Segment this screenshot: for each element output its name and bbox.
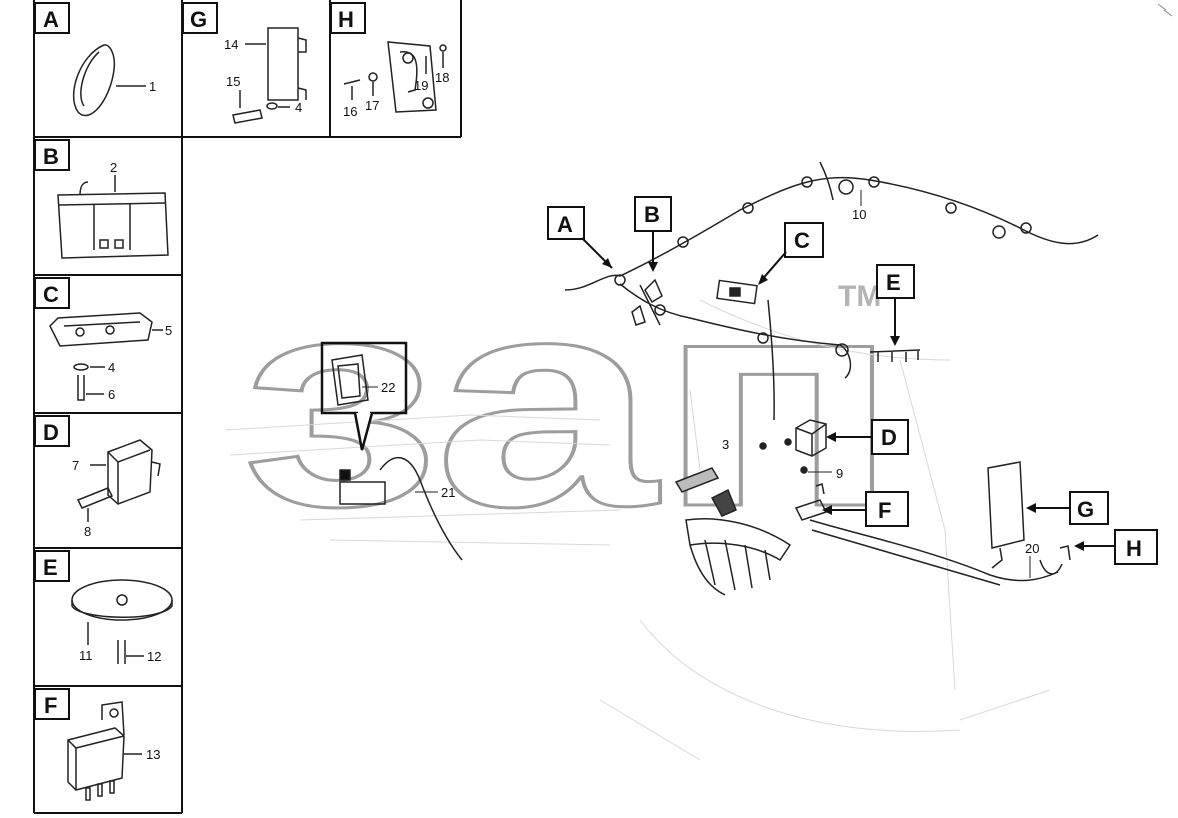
part-label-15: 15	[226, 74, 240, 89]
part-label-22: 22	[381, 380, 395, 395]
part-label-1: 1	[149, 79, 156, 94]
bracket-near-b	[631, 304, 646, 326]
module-d	[795, 419, 827, 457]
panel-d-module: 7 8	[72, 439, 161, 539]
part-label-8: 8	[84, 524, 91, 539]
part-label-14: 14	[224, 37, 238, 52]
svg-text:A: A	[557, 212, 573, 237]
callout-d: D	[826, 419, 909, 455]
fuse-block	[674, 467, 720, 493]
svg-text:G: G	[190, 7, 207, 32]
part-label-5: 5	[165, 323, 172, 338]
plate-h	[1059, 545, 1071, 561]
callout-c: C	[758, 222, 824, 285]
panel-h-plate: 16 17 19 18	[343, 41, 449, 119]
svg-text:E: E	[43, 555, 58, 580]
main-part-labels: 10 22 21 3 9 20	[362, 190, 1039, 578]
panel-e-disc: 11 12	[71, 579, 173, 664]
callout-a: A	[547, 206, 613, 269]
part-label-6: 6	[108, 387, 115, 402]
wiring-harness	[379, 161, 1099, 586]
part-label-4: 4	[108, 360, 115, 375]
callout-h: H	[1074, 529, 1158, 565]
part-label-18: 18	[435, 70, 449, 85]
callout-b: B	[634, 196, 672, 272]
callout-f: F	[822, 491, 909, 527]
panel-g-bracket: 14 15 4	[224, 27, 307, 124]
legend-tab-e: E	[34, 550, 70, 582]
legend-tab-h: H	[330, 2, 366, 34]
watermark-text: зап	[240, 233, 900, 569]
svg-text:D: D	[43, 420, 59, 445]
bracket-g	[987, 461, 1025, 549]
svg-text:F: F	[44, 693, 57, 718]
dashboard-vent	[685, 517, 792, 562]
main-components	[331, 278, 1071, 596]
svg-text:G: G	[1077, 497, 1094, 522]
callout-e: E	[876, 264, 915, 346]
callout-g: G	[1026, 491, 1109, 525]
svg-text:H: H	[338, 7, 354, 32]
svg-text:E: E	[886, 270, 901, 295]
legend-tab-d: D	[34, 415, 70, 447]
detail-box-22	[320, 341, 408, 451]
part-label-20: 20	[1025, 541, 1039, 556]
part-label-13: 13	[146, 747, 160, 762]
panel-c-lamp: 5 4 6	[49, 312, 172, 402]
corner-mark	[1157, 3, 1173, 17]
legend-tab-c: C	[34, 277, 70, 309]
watermark-tm: TM	[838, 280, 881, 313]
callout-boxes: A B C E D F	[547, 196, 1158, 565]
svg-text:C: C	[43, 282, 59, 307]
part-label-17: 17	[365, 98, 379, 113]
svg-text:C: C	[794, 228, 810, 253]
svg-text:A: A	[43, 7, 59, 32]
svg-text:F: F	[878, 498, 891, 523]
svg-text:H: H	[1126, 536, 1142, 561]
legend-tab-f: F	[34, 688, 70, 720]
lamp-c	[716, 279, 758, 305]
legend-tab-b: B	[34, 139, 70, 171]
part-label-4: 4	[295, 100, 302, 115]
legend-tab-a: A	[34, 2, 70, 34]
part-label-9: 9	[836, 466, 843, 481]
part-label-19: 19	[414, 78, 428, 93]
part-label-21: 21	[441, 485, 455, 500]
svg-text:D: D	[881, 425, 897, 450]
svg-text:B: B	[644, 202, 660, 227]
watermark: зап TM	[239, 232, 902, 571]
part-label-11: 11	[79, 648, 93, 663]
panel-a-cable-tie: 1	[73, 44, 156, 117]
sensor-part	[710, 488, 737, 517]
legend-frame	[33, 0, 462, 814]
part-label-10: 10	[852, 207, 866, 222]
part-label-7: 7	[72, 458, 79, 473]
bracket-e	[869, 349, 921, 362]
connector-b	[644, 278, 663, 304]
part-label-16: 16	[343, 104, 357, 119]
svg-text:B: B	[43, 144, 59, 169]
legend-letter-tabs: A G H B C D E F	[34, 2, 366, 720]
legend-tab-g: G	[182, 2, 218, 34]
part-label-3: 3	[722, 437, 729, 452]
part-label-2: 2	[110, 160, 117, 175]
panel-b-control-unit: 2	[57, 160, 169, 259]
detail-22-plate	[331, 354, 369, 406]
panel-f-relay: 13	[67, 701, 160, 801]
part-label-12: 12	[147, 649, 161, 664]
